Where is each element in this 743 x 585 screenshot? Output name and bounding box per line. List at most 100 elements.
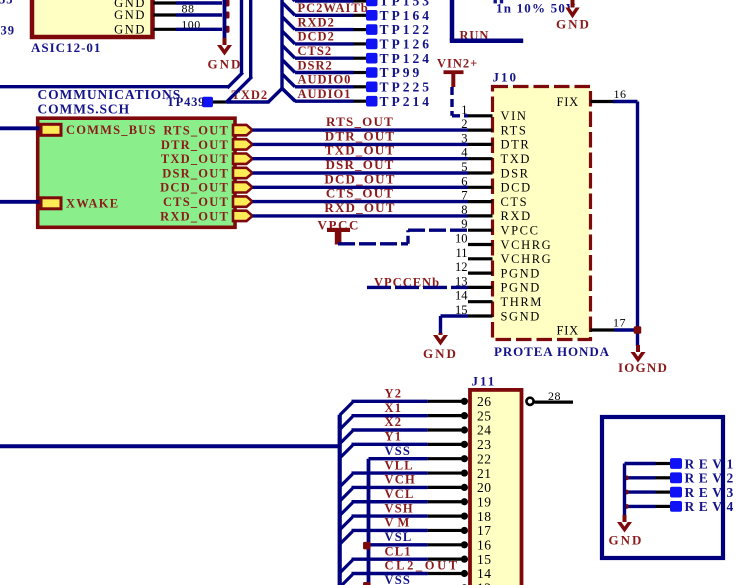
svg-text:VM: VM xyxy=(385,516,414,530)
svg-text:DTR: DTR xyxy=(501,138,531,152)
svg-text:DCD2: DCD2 xyxy=(298,30,335,44)
svg-text:IOGND: IOGND xyxy=(618,360,668,375)
svg-text:23: 23 xyxy=(477,437,492,452)
svg-text:TP99: TP99 xyxy=(380,65,423,80)
svg-text:21: 21 xyxy=(477,466,492,481)
svg-text:1: 1 xyxy=(461,103,467,117)
svg-text:VPCC: VPCC xyxy=(501,224,540,238)
svg-text:GND: GND xyxy=(114,23,146,37)
svg-text:VLL: VLL xyxy=(385,458,414,472)
svg-text:TP164: TP164 xyxy=(380,8,433,23)
svg-text:17: 17 xyxy=(613,316,626,330)
svg-text:PC2WAITb: PC2WAITb xyxy=(298,1,369,15)
svg-text:RXD_OUT: RXD_OUT xyxy=(324,200,395,215)
svg-text:VCHRG: VCHRG xyxy=(501,252,553,266)
svg-text:VIN: VIN xyxy=(501,109,528,123)
svg-text:AUDIO1: AUDIO1 xyxy=(298,87,352,101)
svg-text:COMMUNICATIONS: COMMUNICATIONS xyxy=(38,87,182,102)
svg-text:COMMS.SCH: COMMS.SCH xyxy=(38,102,130,117)
svg-text:TP439: TP439 xyxy=(167,95,206,109)
svg-text:ASIC12-01: ASIC12-01 xyxy=(31,40,101,55)
svg-text:PROTEA HONDA: PROTEA HONDA xyxy=(494,344,610,359)
svg-text:TP122: TP122 xyxy=(380,22,433,37)
svg-text:4: 4 xyxy=(461,146,468,160)
svg-text:PGND: PGND xyxy=(501,266,541,280)
svg-text:CTS: CTS xyxy=(501,195,529,209)
svg-text:Y1: Y1 xyxy=(385,430,403,444)
svg-text:14: 14 xyxy=(455,289,468,303)
svg-text:TXD2: TXD2 xyxy=(232,88,269,102)
svg-text:RTS: RTS xyxy=(501,123,528,137)
svg-text:TP225: TP225 xyxy=(380,79,433,94)
svg-text:28: 28 xyxy=(548,389,561,403)
svg-text:RXD_OUT: RXD_OUT xyxy=(160,209,229,223)
svg-text:25: 25 xyxy=(477,408,492,423)
svg-text:DTR_OUT: DTR_OUT xyxy=(161,138,229,152)
svg-text:VCHRG: VCHRG xyxy=(501,238,553,252)
svg-text:VCH: VCH xyxy=(385,473,416,487)
svg-text:20: 20 xyxy=(477,480,492,495)
svg-text:TXD_OUT: TXD_OUT xyxy=(325,143,396,158)
svg-text:GND: GND xyxy=(114,0,146,10)
svg-text:RXD2: RXD2 xyxy=(298,15,335,29)
svg-text:13: 13 xyxy=(477,581,492,585)
svg-text:GND: GND xyxy=(556,17,591,32)
svg-text:55: 55 xyxy=(0,0,14,7)
svg-text:Y2: Y2 xyxy=(385,387,403,401)
svg-text:VCL: VCL xyxy=(385,487,415,501)
svg-text:THRM: THRM xyxy=(501,295,544,309)
svg-text:GND: GND xyxy=(423,346,458,361)
svg-text:DSR2: DSR2 xyxy=(298,58,333,72)
svg-text:7: 7 xyxy=(461,189,467,203)
svg-text:13: 13 xyxy=(455,274,468,288)
svg-text:VIN2+: VIN2+ xyxy=(437,57,478,71)
svg-text:100: 100 xyxy=(181,18,201,32)
svg-text:24: 24 xyxy=(477,423,492,438)
svg-text:1n 10% 50V: 1n 10% 50V xyxy=(496,1,577,16)
svg-text:CTS_OUT: CTS_OUT xyxy=(326,186,394,201)
svg-text:2: 2 xyxy=(461,117,467,131)
svg-text:REV1: REV1 xyxy=(685,456,738,471)
svg-text:J10: J10 xyxy=(493,70,519,85)
svg-text:6: 6 xyxy=(461,174,467,188)
svg-text:SGND: SGND xyxy=(501,309,541,323)
svg-text:FIX: FIX xyxy=(556,323,579,337)
svg-text:DSR_OUT: DSR_OUT xyxy=(325,157,394,172)
svg-text:88: 88 xyxy=(182,2,195,16)
svg-text:TP214: TP214 xyxy=(380,94,433,109)
svg-text:26: 26 xyxy=(477,394,492,409)
svg-text:TP126: TP126 xyxy=(380,37,433,52)
svg-text:CTS2: CTS2 xyxy=(298,44,333,58)
svg-text:GND: GND xyxy=(114,8,146,22)
svg-text:16: 16 xyxy=(614,87,627,101)
svg-text:CTS_OUT: CTS_OUT xyxy=(163,195,229,209)
svg-text:VSL: VSL xyxy=(385,530,413,544)
svg-text:AUDIO0: AUDIO0 xyxy=(298,73,352,87)
svg-text:TP153: TP153 xyxy=(380,0,433,9)
svg-text:DSR_OUT: DSR_OUT xyxy=(162,166,229,180)
svg-text:TXD: TXD xyxy=(501,152,532,166)
svg-text:18: 18 xyxy=(477,509,492,524)
svg-text:TXD_OUT: TXD_OUT xyxy=(161,152,229,166)
svg-text:VSS: VSS xyxy=(385,573,412,585)
svg-text:19: 19 xyxy=(477,494,492,509)
svg-text:X2: X2 xyxy=(385,415,403,429)
svg-text:DCD: DCD xyxy=(501,181,532,195)
svg-text:RXD: RXD xyxy=(501,209,532,223)
svg-text:15: 15 xyxy=(455,303,468,317)
svg-text:39: 39 xyxy=(1,24,16,38)
svg-text:DSR: DSR xyxy=(501,166,530,180)
svg-text:22: 22 xyxy=(477,451,492,466)
svg-text:GND: GND xyxy=(609,533,644,548)
svg-text:PGND: PGND xyxy=(501,281,541,295)
svg-text:3: 3 xyxy=(461,131,467,145)
svg-text:VSH: VSH xyxy=(385,501,414,515)
svg-text:12: 12 xyxy=(455,260,468,274)
svg-text:11: 11 xyxy=(455,246,467,260)
svg-text:17: 17 xyxy=(477,523,492,538)
svg-text:8: 8 xyxy=(461,203,467,217)
svg-text:TP124: TP124 xyxy=(380,51,433,66)
svg-text:14: 14 xyxy=(477,566,492,581)
svg-text:DCD_OUT: DCD_OUT xyxy=(324,171,395,186)
svg-text:COMMS_BUS: COMMS_BUS xyxy=(66,123,157,137)
